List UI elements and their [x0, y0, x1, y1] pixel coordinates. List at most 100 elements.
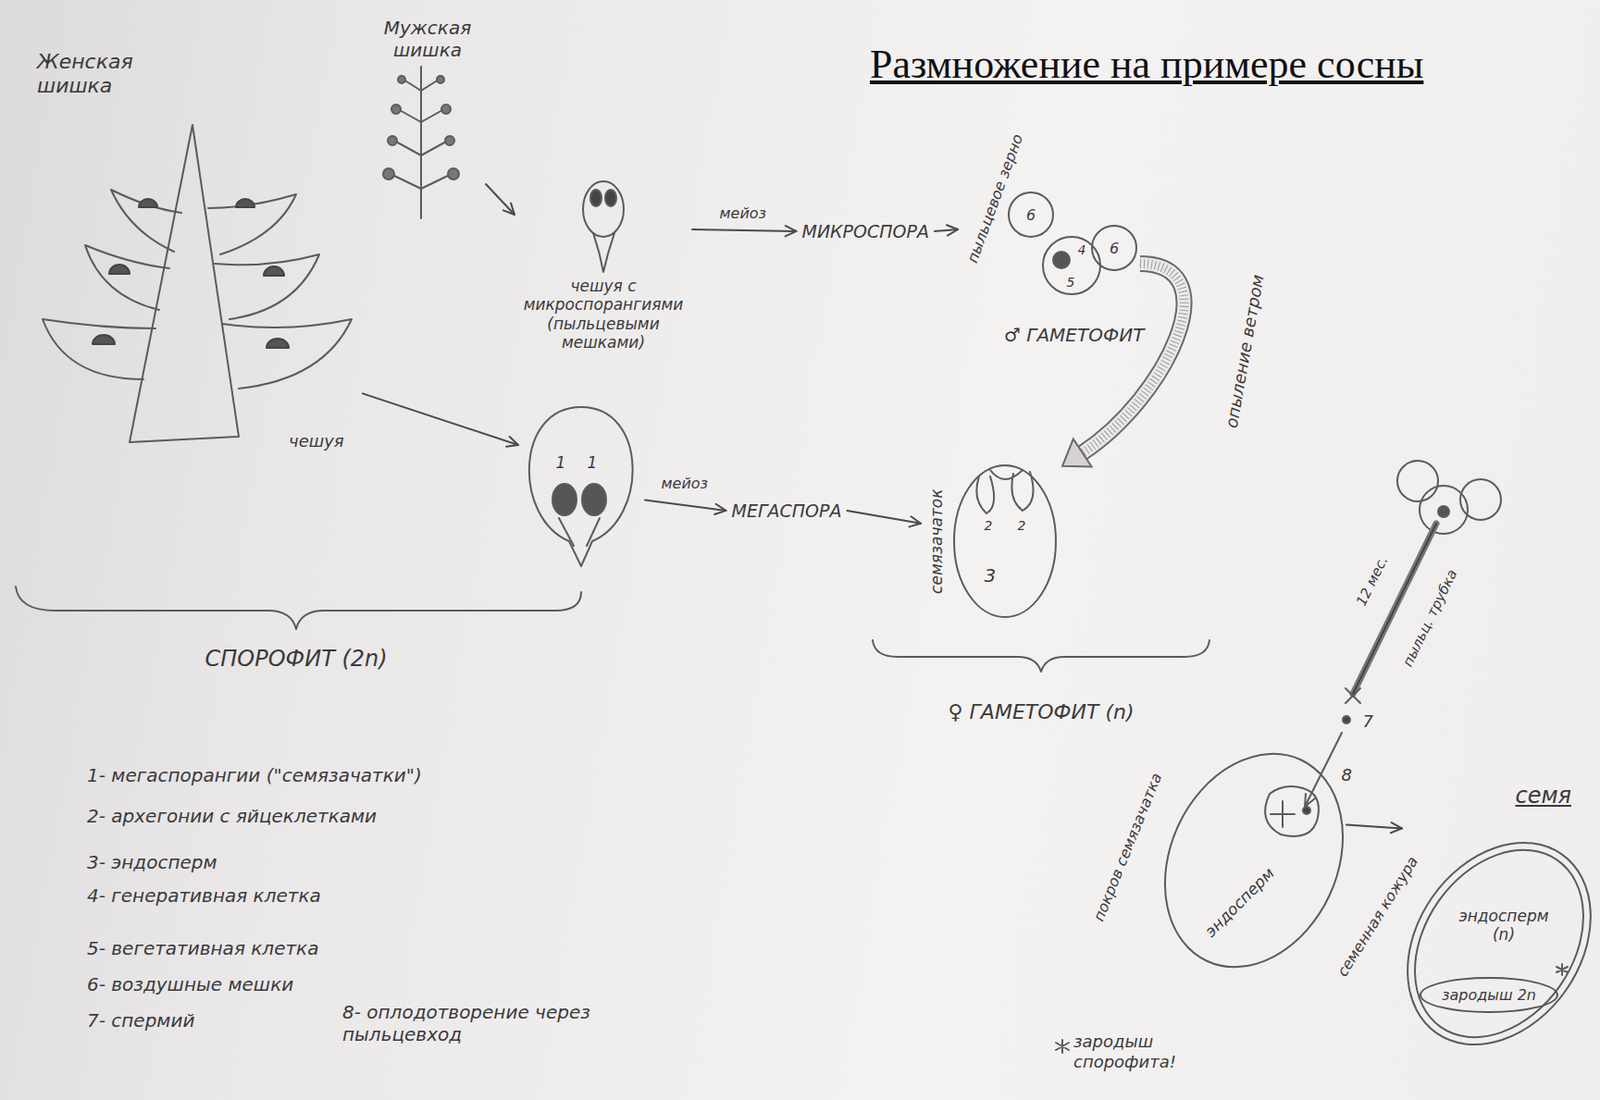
diagram-node: чешуя с микроспорангиями (пыльцевыми меш…: [514, 177, 693, 363]
edge-label: мейоз: [661, 474, 709, 493]
node-text: 2: [984, 518, 993, 534]
label-text: 4- генеративная клетка: [86, 884, 322, 907]
node-text: 3: [984, 564, 997, 587]
ovules: [92, 198, 289, 348]
tube-end: [1345, 688, 1361, 704]
male-cone-scales: [390, 79, 452, 189]
scale-stalk: [593, 233, 615, 273]
egg-cross: [1270, 801, 1295, 828]
label-text: 4: [1078, 242, 1087, 259]
node-text: чешуя с микроспорангиями (пыльцевыми меш…: [520, 276, 687, 353]
node-text: 1: [587, 453, 598, 472]
archegonium: [1265, 786, 1319, 837]
label-text: 5- вегетативная клетка: [86, 937, 319, 960]
asterisk: [1055, 1040, 1069, 1054]
fertilization-arrow: [1304, 732, 1342, 807]
node-text: МЕГАСПОРА: [731, 500, 843, 522]
seed-coat: [1379, 818, 1600, 1070]
archegonia: [976, 470, 1033, 514]
cell-nucleus: [1438, 506, 1450, 518]
title: Размножение на примере сосны: [869, 40, 1424, 90]
arrow: [846, 510, 921, 527]
label-text: ♀ ГАМЕТОФИТ (n): [948, 700, 1135, 725]
label-text: семенная кожура: [1332, 853, 1421, 980]
label-text: 8- оплодотворение через пыльцевход: [342, 1001, 695, 1046]
node-text: семязачаток: [927, 489, 946, 595]
sperm: [1302, 806, 1311, 815]
node-text: эндосперм: [1202, 864, 1279, 942]
arrow: [692, 225, 797, 236]
diagram-node: МЕГАСПОРА: [726, 495, 848, 528]
label-text: 5: [1066, 274, 1076, 291]
arrow: [644, 499, 727, 515]
arrow: [485, 184, 515, 215]
node-text: покров семязачатка: [1089, 769, 1166, 924]
diagram-node: семя эндосперм (n) зародыш 2n: [1401, 777, 1594, 1066]
pollen-sacs: [383, 75, 459, 180]
cell-nucleus: [1053, 251, 1070, 269]
diagram-node: Мужская шишка: [370, 11, 486, 223]
label-text: 1- мегаспорангии ("семязачатки"): [86, 764, 422, 787]
pollination-arrow: [1062, 263, 1185, 468]
label-text: 12 мес.: [1352, 553, 1391, 609]
scale-lines: [558, 518, 600, 546]
cone-scale: [111, 189, 182, 252]
diagram-node: семязачаток 2 2 3: [920, 458, 1063, 622]
megasporangium: [552, 483, 577, 516]
label-text: 7- спермий: [86, 1009, 195, 1032]
label-text: ♂ ГАМЕТОФИТ: [1004, 323, 1144, 347]
node-text: МИКРОСПОРА: [802, 221, 930, 243]
node-text: эндосперм (n): [1452, 906, 1555, 945]
label-text: 8: [1341, 765, 1352, 786]
label-text: 2- архегонии с яйцеклетками: [86, 805, 377, 828]
cone-scale: [85, 245, 170, 311]
cone-scale: [42, 319, 156, 380]
arrow: [1346, 822, 1402, 833]
label-text: 7: [1363, 711, 1374, 732]
microsporophyll: [582, 181, 624, 237]
label-text: пыльц. трубка: [1399, 567, 1461, 670]
cone-scale: [214, 254, 320, 320]
air-sac: [1008, 192, 1054, 237]
label-text: 3- эндосперм: [86, 851, 218, 874]
air-sac: [1091, 225, 1137, 271]
diagram-node: покров семязачатка эндосперм: [1083, 738, 1347, 980]
node-text: 2: [1017, 518, 1027, 534]
megasporangium: [582, 483, 607, 516]
diagram-node: 11: [518, 403, 645, 571]
label-text: чешуя: [288, 431, 345, 452]
arrow: [934, 224, 958, 236]
air-sac: [1397, 460, 1439, 502]
cone-scale: [222, 319, 352, 389]
pollen-tube: [1352, 523, 1437, 695]
node-text: Мужская шишка: [375, 16, 480, 62]
diagram-node: МИКРОСПОРА: [796, 215, 935, 249]
embryo-oval: зародыш 2n: [1419, 977, 1559, 1014]
cone-scale: [208, 194, 297, 255]
label-text: зародыш спорофита!: [1073, 1031, 1194, 1072]
pollen-body: [1042, 236, 1101, 295]
label-text: 6- воздушные мешки: [86, 973, 294, 996]
microsporangium: [590, 189, 602, 207]
bracket: [15, 586, 582, 630]
edge-label: опыление ветром: [1221, 272, 1268, 430]
seed-scale: [529, 407, 633, 567]
node-text: 1: [556, 453, 567, 472]
diagram-node: Женская шишка: [31, 44, 363, 456]
label-text: 6: [1026, 206, 1036, 224]
cone-axis: [129, 124, 239, 443]
microsporangium: [605, 189, 617, 207]
edge-label: мейоз: [719, 204, 768, 223]
seed-outline: [1369, 807, 1600, 1080]
pollen-tube: [1352, 523, 1437, 695]
arrow: [362, 393, 519, 447]
asterisk: [1556, 964, 1568, 976]
node-text: семя: [1515, 782, 1573, 810]
bracket: [872, 640, 1210, 672]
node-text: зародыш 2n: [1441, 986, 1537, 1005]
sperm: [1342, 716, 1351, 724]
label-text: 6: [1109, 239, 1119, 258]
pollen-body: [1419, 485, 1468, 534]
